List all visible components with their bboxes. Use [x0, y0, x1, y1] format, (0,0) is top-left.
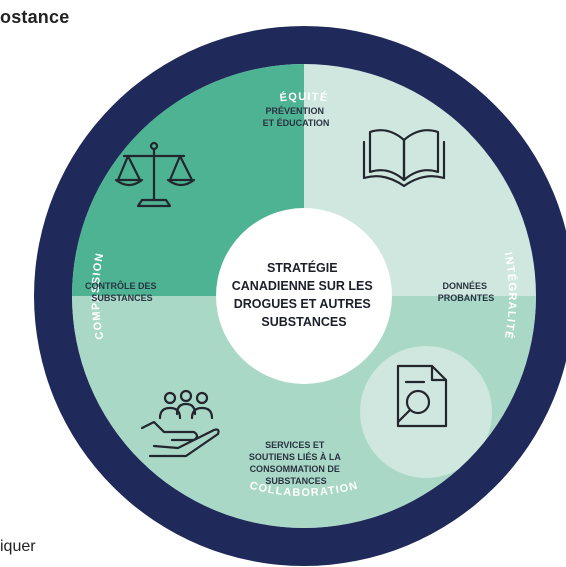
- services-lobe: [112, 358, 252, 498]
- page-text-fragment: iquer: [0, 538, 36, 555]
- ring-label-compassion: COMPASSION: [90, 251, 106, 340]
- center-circle: [216, 208, 392, 384]
- pillar-label-prevention: PRÉVENTION ET ÉDUCATION: [263, 106, 330, 128]
- prevention-lobe: [344, 86, 472, 214]
- scales-of-justice-icon: [114, 141, 196, 208]
- document-magnifier-icon: [396, 364, 448, 428]
- ring-label-integralite: INTÉGRALITÉ: [502, 251, 519, 341]
- evidence-lobe: [360, 346, 492, 478]
- pillar-label-evidence: DONNÉES PROBANTES: [438, 281, 495, 303]
- page-heading-fragment: ostance: [0, 7, 70, 27]
- open-book-icon: [362, 129, 446, 188]
- pillar-label-control: CONTRÔLE DES SUBSTANCES: [85, 280, 159, 303]
- center-title: STRATÉGIE CANADIENNE SUR LES DROGUES ET …: [232, 260, 376, 329]
- pillar-label-services: SERVICES ET SOUTIENS LIÉS À LA CONSOMMAT…: [249, 440, 343, 486]
- ring-label-equite: ÉQUITÉ: [279, 91, 329, 105]
- people-in-hand-icon: [140, 389, 220, 458]
